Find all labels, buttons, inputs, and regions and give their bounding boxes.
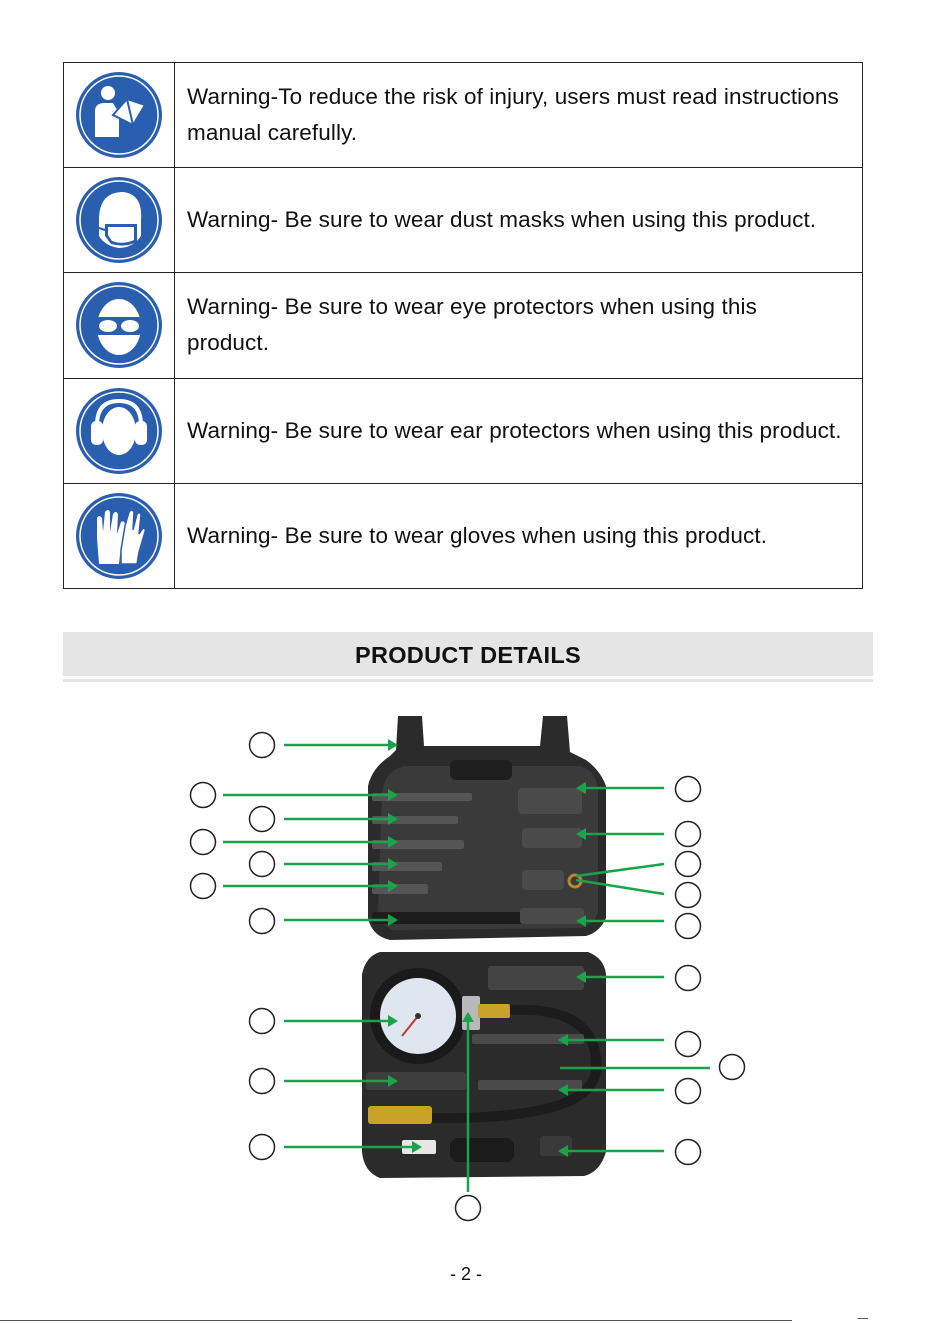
footer-rule [0,1320,792,1321]
warning-table: Warning-To reduce the risk of injury, us… [63,61,863,590]
warning-text: Warning- Be sure to wear gloves when usi… [174,482,863,590]
section-divider [63,679,873,682]
page-number: - 2 - [449,1264,482,1284]
gloves-icon [76,492,162,579]
warning-text: Warning- Be sure to wear eye protectors … [174,272,863,379]
warning-row: Warning- Be sure to wear gloves when usi… [63,482,863,590]
callout-lines [223,743,710,1192]
case-base [362,952,606,1178]
callout-markers [189,731,746,1222]
warning-text: Warning- Be sure to wear dust masks when… [174,167,863,274]
callout-arrows [388,739,586,1157]
warning-row: Warning-To reduce the risk of injury, us… [63,61,863,169]
warning-row: Warning- Be sure to wear dust masks when… [63,167,863,274]
eye-protection-icon [76,282,162,369]
warning-text: Warning-To reduce the risk of injury, us… [174,61,863,169]
dust-mask-icon [76,177,162,264]
warning-text: Warning- Be sure to wear ear protectors … [174,377,863,484]
section-title: PRODUCT DETAILS [63,632,873,676]
footer-mark [858,1318,868,1319]
warning-row: Warning- Be sure to wear eye protectors … [63,272,863,379]
read-manual-icon [76,72,162,159]
warning-row: Warning- Be sure to wear ear protectors … [63,377,863,484]
case-lid [368,716,606,940]
product-diagram [189,716,746,1222]
ear-protection-icon [76,387,162,474]
